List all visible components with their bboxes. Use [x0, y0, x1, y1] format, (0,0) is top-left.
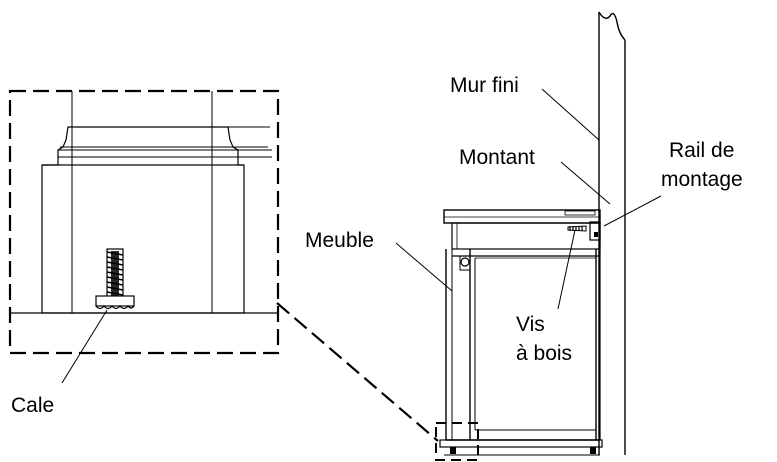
label-mounting-rail-line1: Rail de: [669, 139, 734, 162]
inset-shim: [95, 295, 135, 310]
label-wood-screw-line2: à bois: [516, 342, 572, 365]
label-cabinet: Meuble: [305, 229, 374, 252]
wood-screw-leader: [557, 229, 576, 310]
detail-inset-frame: [8, 89, 280, 355]
label-mounting-rail-line2: montage: [661, 168, 743, 191]
foot-detail-marker: [435, 422, 479, 461]
stud-leader: [560, 161, 611, 205]
label-finished-wall: Mur fini: [450, 74, 519, 97]
wall-break-line: [598, 11, 626, 41]
detail-inset: [8, 89, 280, 384]
wall: [598, 11, 626, 455]
mounting-rail-leader: [603, 195, 662, 227]
label-stud: Montant: [459, 146, 535, 169]
detail-callout-line: [276, 302, 439, 442]
label-wood-screw-line1: Vis: [516, 313, 545, 336]
cabinet-leader: [395, 242, 453, 292]
label-shim: Cale: [11, 394, 54, 417]
inset-leveling-screw: [106, 248, 124, 300]
shim-leader-line: [61, 309, 108, 384]
cabinet-side-view: [435, 209, 603, 461]
wood-screw: [567, 225, 587, 232]
finished-wall-leader: [541, 88, 600, 141]
cabinet-countertop: [443, 209, 601, 224]
